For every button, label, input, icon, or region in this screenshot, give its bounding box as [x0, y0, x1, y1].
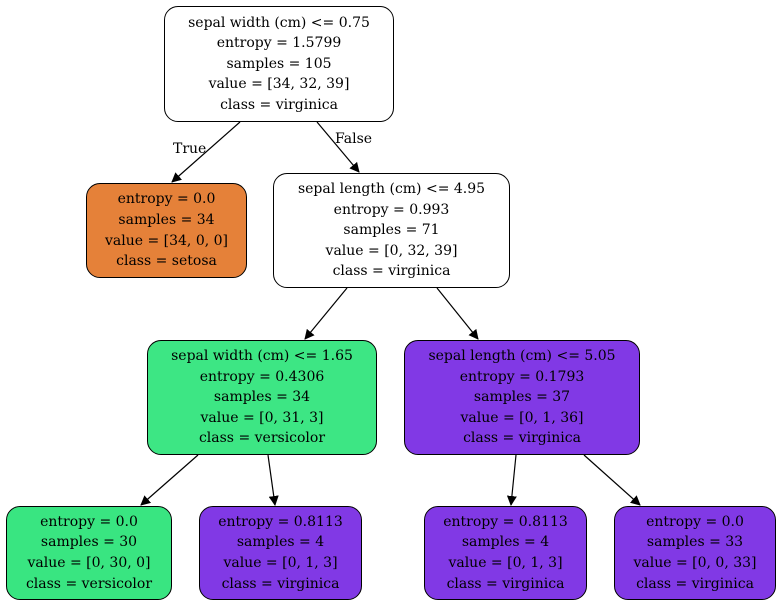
edge-label-true: True — [173, 141, 207, 157]
node-line: value = [0, 31, 3] — [200, 409, 324, 426]
node-line: value = [0, 32, 39] — [325, 242, 458, 259]
tree-node-n6: entropy = 0.8113 samples = 4 value = [0, 1… — [199, 506, 362, 600]
node-line: class = virginica — [636, 575, 754, 592]
node-line: entropy = 1.5799 — [216, 35, 342, 52]
node-line: class = virginica — [221, 575, 340, 592]
node-line: class = versicolor — [198, 430, 326, 447]
node-line: entropy = 0.8113 — [218, 513, 343, 530]
node-line: samples = 33 — [646, 534, 744, 551]
tree-node-n1: entropy = 0.0 samples = 34 value = [34, 0,… — [86, 183, 247, 278]
tree-node-root: sepal width (cm) <= 0.75 entropy = 1.5799… — [164, 6, 394, 122]
node-line: class = virginica — [446, 575, 565, 592]
node-line: entropy = 0.1793 — [459, 368, 585, 385]
node-line: entropy = 0.8113 — [443, 513, 568, 530]
node-line: samples = 105 — [226, 55, 332, 72]
edge-n2-to-n4 — [436, 287, 479, 340]
node-line: samples = 4 — [236, 534, 325, 551]
node-line: samples = 37 — [473, 389, 571, 406]
tree-node-n2: sepal length (cm) <= 4.95 entropy = 0.993… — [273, 173, 510, 288]
node-line: samples = 34 — [213, 389, 311, 406]
tree-node-n3: sepal width (cm) <= 1.65 entropy = 0.4306… — [147, 340, 377, 455]
edge-n4-to-n8 — [583, 454, 641, 506]
edge-n2-to-n3 — [304, 287, 348, 340]
node-line: samples = 34 — [118, 211, 215, 228]
node-line: samples = 4 — [461, 534, 550, 551]
edge-root-to-n2 — [316, 121, 360, 173]
tree-node-n8: entropy = 0.0 samples = 33 value = [0, 0, … — [614, 506, 776, 600]
node-line: value = [34, 0, 0] — [104, 232, 229, 249]
node-line: value = [0, 30, 0] — [27, 555, 151, 571]
node-line: class = virginica — [220, 96, 338, 113]
node-line: sepal length (cm) <= 5.05 — [428, 348, 616, 365]
edge-n3-to-n5 — [140, 454, 199, 506]
node-line: class = setosa — [116, 253, 217, 270]
edge-label-false: False — [335, 131, 373, 147]
node-line: sepal width (cm) <= 0.75 — [188, 14, 370, 31]
tree-node-n7: entropy = 0.8113 samples = 4 value = [0, 1… — [424, 506, 587, 600]
node-line: value = [0, 1, 3] — [223, 555, 338, 571]
node-line: entropy = 0.0 — [40, 513, 138, 530]
node-line: entropy = 0.993 — [333, 201, 450, 218]
edge-n3-to-n6 — [267, 454, 279, 506]
edge-n4-to-n7 — [506, 454, 517, 506]
node-line: value = [34, 32, 39] — [208, 76, 350, 93]
node-line: value = [0, 1, 3] — [448, 555, 563, 571]
node-line: class = virginica — [332, 263, 451, 280]
node-line: entropy = 0.4306 — [199, 368, 325, 385]
node-line: class = versicolor — [25, 575, 153, 592]
node-line: samples = 30 — [40, 534, 138, 551]
node-line: class = virginica — [463, 430, 581, 447]
node-line: entropy = 0.0 — [117, 191, 216, 208]
node-line: sepal length (cm) <= 4.95 — [297, 181, 486, 198]
node-line: samples = 71 — [343, 222, 440, 239]
tree-node-n5: entropy = 0.0 samples = 30 value = [0, 30,… — [6, 506, 172, 600]
tree-node-n4: sepal length (cm) <= 5.05 entropy = 0.179… — [404, 340, 640, 455]
node-line: value = [0, 1, 36] — [460, 409, 584, 426]
node-line: value = [0, 0, 33] — [633, 555, 757, 571]
node-line: entropy = 0.0 — [646, 513, 744, 530]
edge-root-to-n1 — [171, 121, 241, 183]
node-line: sepal width (cm) <= 1.65 — [171, 348, 353, 365]
